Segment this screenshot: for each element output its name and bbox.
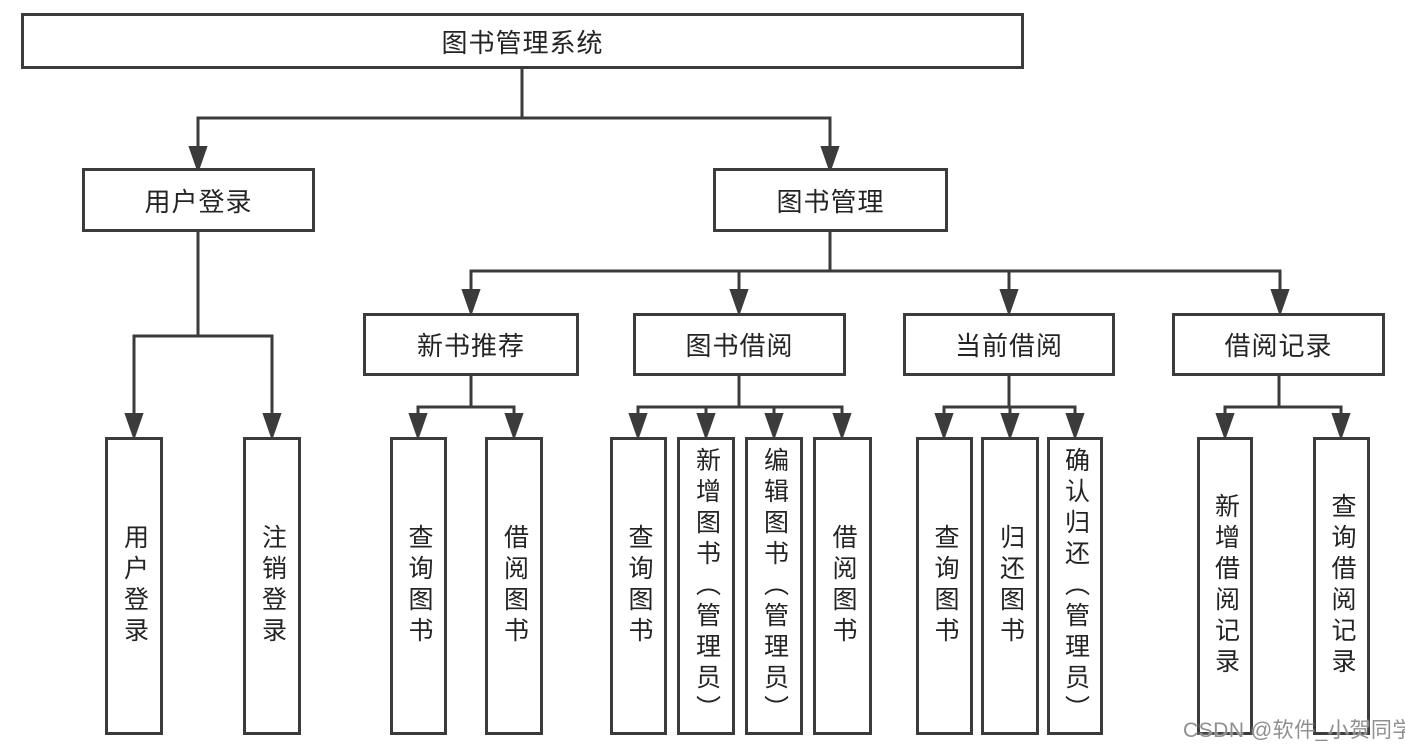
node-leaf-confirm-return-label: 确认归还（管理员） xyxy=(1061,446,1090,726)
node-leaf-return-book: 归还图书 xyxy=(981,437,1039,735)
node-leaf-query-book-2-label: 查询图书 xyxy=(625,524,653,648)
arrowhead xyxy=(729,289,749,317)
connector-new-book-rec-split xyxy=(408,376,524,441)
arrowhead xyxy=(1331,413,1351,441)
node-leaf-borrow-book-2-label: 借阅图书 xyxy=(829,524,857,648)
arrowhead xyxy=(188,146,208,174)
node-leaf-edit-book-label: 编辑图书（管理员） xyxy=(760,446,789,726)
node-leaf-borrow-book-1-label: 借阅图书 xyxy=(500,524,529,648)
arrowhead xyxy=(696,413,716,441)
node-leaf-query-record: 查询借阅记录 xyxy=(1313,437,1370,735)
node-leaf-query-book-1-label: 查询图书 xyxy=(405,524,433,648)
node-new-book-rec-label: 新书推荐 xyxy=(416,331,525,361)
connector-book-borrow-split xyxy=(628,376,852,441)
arrowhead xyxy=(504,413,524,441)
node-leaf-borrow-book-1: 借阅图书 xyxy=(485,437,543,735)
node-leaf-confirm-return: 确认归还（管理员） xyxy=(1047,437,1103,735)
arrowhead xyxy=(1000,413,1020,441)
node-book-borrow: 图书借阅 xyxy=(633,313,846,376)
node-leaf-query-book-1: 查询图书 xyxy=(390,437,447,735)
arrowhead xyxy=(124,413,144,441)
node-leaf-return-book-label: 归还图书 xyxy=(996,524,1025,648)
node-leaf-query-book-3-label: 查询图书 xyxy=(931,524,959,648)
node-new-book-rec: 新书推荐 xyxy=(363,313,579,376)
node-book-mgmt-label: 图书管理 xyxy=(776,186,885,217)
node-leaf-add-book: 新增图书（管理员） xyxy=(677,437,735,735)
arrowhead xyxy=(820,146,840,174)
arrowhead xyxy=(628,413,648,441)
connector-borrow-record-split xyxy=(1215,376,1351,441)
node-root-label: 图书管理系统 xyxy=(441,27,604,58)
connector-current-borrow-split xyxy=(934,376,1085,441)
connector-root-split xyxy=(188,69,840,174)
arrowhead xyxy=(461,289,481,317)
arrowhead xyxy=(1215,413,1235,441)
node-book-mgmt: 图书管理 xyxy=(713,168,948,232)
arrowhead xyxy=(1270,289,1290,317)
arrowhead xyxy=(934,413,954,441)
node-leaf-add-book-label: 新增图书（管理员） xyxy=(692,446,721,726)
node-leaf-query-book-2: 查询图书 xyxy=(610,437,667,735)
node-leaf-user-login-label: 用户登录 xyxy=(120,524,149,648)
node-root: 图书管理系统 xyxy=(21,13,1024,69)
arrowhead xyxy=(764,413,784,441)
connector-user-login-split xyxy=(124,232,282,441)
node-borrow-record-label: 借阅记录 xyxy=(1224,331,1333,361)
watermark: CSDN @软件_小贺同学 xyxy=(1183,719,1405,742)
node-leaf-borrow-book-2: 借阅图书 xyxy=(813,437,872,735)
node-leaf-add-record-label: 新增借阅记录 xyxy=(1211,493,1240,679)
node-leaf-user-login: 用户登录 xyxy=(105,437,163,735)
node-leaf-logout: 注销登录 xyxy=(243,437,301,735)
node-leaf-query-book-3: 查询图书 xyxy=(916,437,973,735)
node-leaf-query-record-label: 查询借阅记录 xyxy=(1328,493,1356,679)
node-leaf-logout-label: 注销登录 xyxy=(258,524,287,648)
node-book-borrow-label: 图书借阅 xyxy=(685,331,794,361)
node-borrow-record: 借阅记录 xyxy=(1172,313,1385,376)
connector-book-mgmt-split xyxy=(461,232,1290,317)
node-current-borrow: 当前借阅 xyxy=(903,313,1115,376)
node-current-borrow-label: 当前借阅 xyxy=(954,331,1063,361)
node-leaf-edit-book: 编辑图书（管理员） xyxy=(745,437,803,735)
arrowhead xyxy=(1065,413,1085,441)
node-user-login-label: 用户登录 xyxy=(144,186,253,217)
node-user-login: 用户登录 xyxy=(82,168,315,232)
arrowhead xyxy=(832,413,852,441)
node-leaf-add-record: 新增借阅记录 xyxy=(1197,437,1253,735)
arrowhead xyxy=(999,289,1019,317)
arrowhead xyxy=(262,413,282,441)
arrowhead xyxy=(408,413,428,441)
